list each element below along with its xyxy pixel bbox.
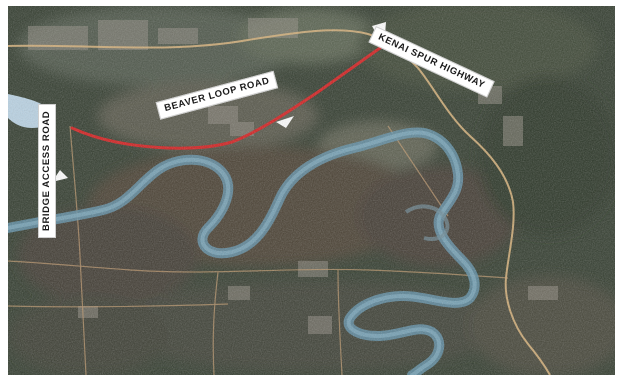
map-canvas [8, 6, 615, 375]
grain-overlay [8, 6, 615, 375]
bridge-access-road-label: BRIDGE ACCESS ROAD [38, 103, 56, 238]
aerial-map[interactable]: KENAI SPUR HIGHWAY BEAVER LOOP ROAD BRID… [8, 6, 615, 375]
